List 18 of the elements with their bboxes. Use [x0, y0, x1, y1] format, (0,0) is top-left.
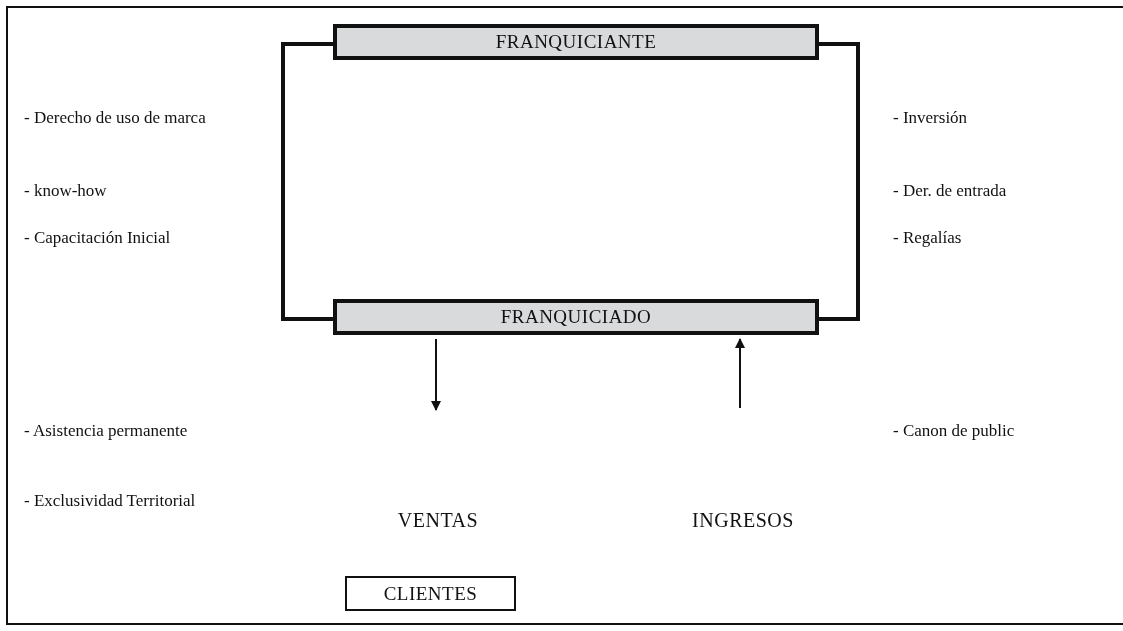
- header-box: FRANQUICIADO: [333, 299, 819, 335]
- list-item: - Derecho de uso de marca: [24, 107, 207, 129]
- list-item: - Inversión: [893, 107, 969, 129]
- process-box: CLIENTES: [345, 576, 516, 611]
- arrow: [431, 338, 441, 411]
- node-label: VENTAS: [368, 505, 508, 535]
- list-item: - Regalías: [893, 227, 963, 249]
- arrow: [735, 338, 745, 409]
- header-box: FRANQUICIANTE: [333, 24, 819, 60]
- list-item: - Asistencia permanente: [24, 420, 189, 442]
- node-label: INGRESOS: [663, 505, 823, 535]
- connector-line: [281, 42, 333, 321]
- list-item: - Der. de entrada: [893, 180, 1008, 202]
- connector-line: [819, 42, 860, 321]
- list-item: - Capacitación Inicial: [24, 227, 172, 249]
- list-item: - Exclusividad Territorial: [24, 490, 197, 512]
- list-item: - Canon de public: [893, 420, 1016, 442]
- list-item: - know-how: [24, 180, 108, 202]
